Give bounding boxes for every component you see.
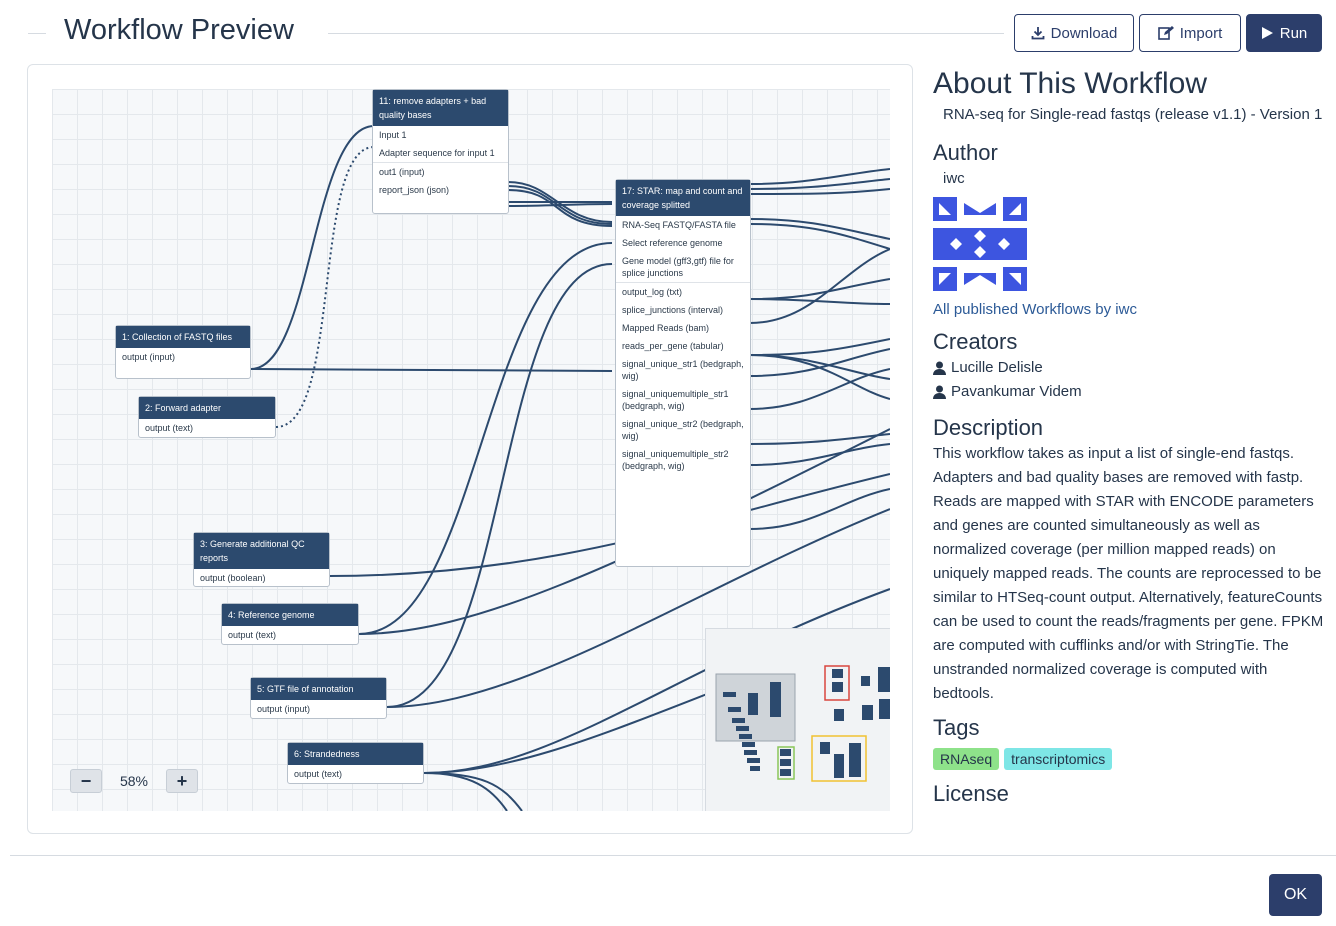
- node-11-title: 11: remove adapters + bad quality bases: [373, 90, 508, 126]
- run-button[interactable]: Run: [1246, 14, 1322, 52]
- node-11-output-1-label: out1 (input): [379, 167, 425, 177]
- node-6-title: 6: Strandedness: [288, 743, 423, 765]
- plus-icon: +: [176, 770, 188, 791]
- node-17-output-1[interactable]: output_log (txt): [616, 282, 750, 301]
- node-2-output[interactable]: output (text): [145, 423, 194, 433]
- node-17-output-5[interactable]: signal_unique_str1 (bedgraph, wig): [622, 359, 744, 381]
- about-heading: About This Workflow: [933, 67, 1207, 100]
- node-11-output-2-label: report_json (json): [379, 185, 450, 195]
- node-2-title: 2: Forward adapter: [139, 397, 275, 419]
- node-17-input-3[interactable]: Gene model (gff3,gtf) file for splice ju…: [622, 256, 734, 278]
- creator-item: Pavankumar Videm: [933, 380, 1327, 404]
- workflow-canvas-card: 11: remove adapters + bad quality bases …: [27, 64, 913, 834]
- node-4-title: 4: Reference genome: [222, 604, 358, 626]
- node-17-output-7[interactable]: signal_unique_str2 (bedgraph, wig): [622, 419, 744, 441]
- minimap-graphic: [715, 665, 890, 782]
- node-17-output-2[interactable]: splice_junctions (interval): [622, 305, 724, 315]
- run-label: Run: [1279, 24, 1308, 42]
- workflow-node-2[interactable]: 2: Forward adapter output (text): [138, 396, 276, 438]
- workflow-node-5[interactable]: 5: GTF file of annotation output (input): [250, 677, 387, 719]
- minus-icon: −: [80, 770, 92, 791]
- node-17-input-1[interactable]: RNA-Seq FASTQ/FASTA file: [622, 220, 736, 230]
- node-5-title: 5: GTF file of annotation: [251, 678, 386, 700]
- import-button[interactable]: Import: [1139, 14, 1241, 52]
- tags-heading: Tags: [933, 715, 980, 740]
- description-text: This workflow takes as input a list of s…: [933, 445, 1324, 702]
- node-17-output-4[interactable]: reads_per_gene (tabular): [622, 341, 724, 351]
- workflow-node-17[interactable]: 17: STAR: map and count and coverage spl…: [615, 179, 751, 567]
- node-11-output-2[interactable]: report_json (json): [373, 181, 508, 199]
- node-5-output[interactable]: output (input): [257, 704, 311, 714]
- zoom-out-button[interactable]: −: [70, 769, 102, 793]
- author-heading: Author: [933, 140, 998, 165]
- import-label: Import: [1179, 24, 1223, 42]
- author-avatar: [933, 197, 1027, 291]
- tag-transcriptomics[interactable]: transcriptomics: [1004, 748, 1113, 770]
- node-17-input-2[interactable]: Select reference genome: [622, 238, 723, 248]
- node-11-input-1[interactable]: Input 1: [379, 130, 407, 140]
- edit-icon: [1157, 26, 1174, 40]
- node-17-title: 17: STAR: map and count and coverage spl…: [616, 180, 750, 216]
- node-17-output-3[interactable]: Mapped Reads (bam): [622, 323, 710, 333]
- workflow-node-4[interactable]: 4: Reference genome output (text): [221, 603, 359, 645]
- user-icon: [933, 385, 946, 399]
- license-heading: License: [933, 781, 1009, 806]
- node-17-output-8[interactable]: signal_uniquemultiple_str2 (bedgraph, wi…: [622, 449, 729, 471]
- node-11-output-1[interactable]: out1 (input): [373, 162, 508, 181]
- title-divider-right: [328, 33, 1004, 34]
- zoom-level: 58%: [119, 773, 149, 789]
- workflow-node-3[interactable]: 3: Generate additional QC reports output…: [193, 532, 330, 587]
- node-3-output[interactable]: output (boolean): [200, 573, 266, 583]
- title-divider-left: [28, 33, 46, 34]
- creator-name: Pavankumar Videm: [951, 383, 1082, 400]
- node-11-input-2[interactable]: Adapter sequence for input 1: [379, 148, 495, 158]
- download-label: Download: [1050, 24, 1118, 42]
- download-button[interactable]: Download: [1014, 14, 1134, 52]
- workflow-node-1[interactable]: 1: Collection of FASTQ files output (inp…: [115, 325, 251, 379]
- node-3-title: 3: Generate additional QC reports: [194, 533, 329, 569]
- node-1-title: 1: Collection of FASTQ files: [116, 326, 250, 348]
- creator-item: Lucille Delisle: [933, 356, 1327, 380]
- modal-title: Workflow Preview: [64, 14, 294, 46]
- ok-button[interactable]: OK: [1269, 874, 1322, 916]
- node-17-output-6[interactable]: signal_uniquemultiple_str1 (bedgraph, wi…: [622, 389, 729, 411]
- creators-heading: Creators: [933, 329, 1018, 354]
- user-icon: [933, 361, 946, 375]
- workflow-info-panel: About This Workflow RNA-seq for Single-r…: [933, 64, 1327, 834]
- tag-list: RNAseq transcriptomics: [933, 748, 1327, 770]
- node-6-output[interactable]: output (text): [294, 769, 343, 779]
- zoom-in-button[interactable]: +: [166, 769, 198, 793]
- zoom-controls: − 58% +: [70, 769, 198, 793]
- workflow-canvas[interactable]: 11: remove adapters + bad quality bases …: [52, 89, 890, 811]
- download-icon: [1031, 27, 1045, 40]
- workflow-name: RNA-seq for Single-read fastqs (release …: [943, 106, 1323, 123]
- published-workflows-link[interactable]: All published Workflows by iwc: [933, 301, 1137, 318]
- play-icon: [1261, 27, 1273, 39]
- footer-divider: [10, 855, 1336, 856]
- workflow-node-11[interactable]: 11: remove adapters + bad quality bases …: [372, 89, 509, 214]
- creator-name: Lucille Delisle: [951, 359, 1043, 376]
- author-name: iwc: [943, 170, 965, 187]
- workflow-minimap[interactable]: [705, 628, 890, 811]
- node-1-output[interactable]: output (input): [122, 352, 176, 362]
- workflow-node-6[interactable]: 6: Strandedness output (text): [287, 742, 424, 784]
- tag-rnaseq[interactable]: RNAseq: [933, 748, 1000, 770]
- description-heading: Description: [933, 415, 1044, 440]
- modal-header: Workflow Preview Download Import Run: [0, 0, 1336, 64]
- connections-layer: [250, 125, 890, 811]
- node-4-output[interactable]: output (text): [228, 630, 277, 640]
